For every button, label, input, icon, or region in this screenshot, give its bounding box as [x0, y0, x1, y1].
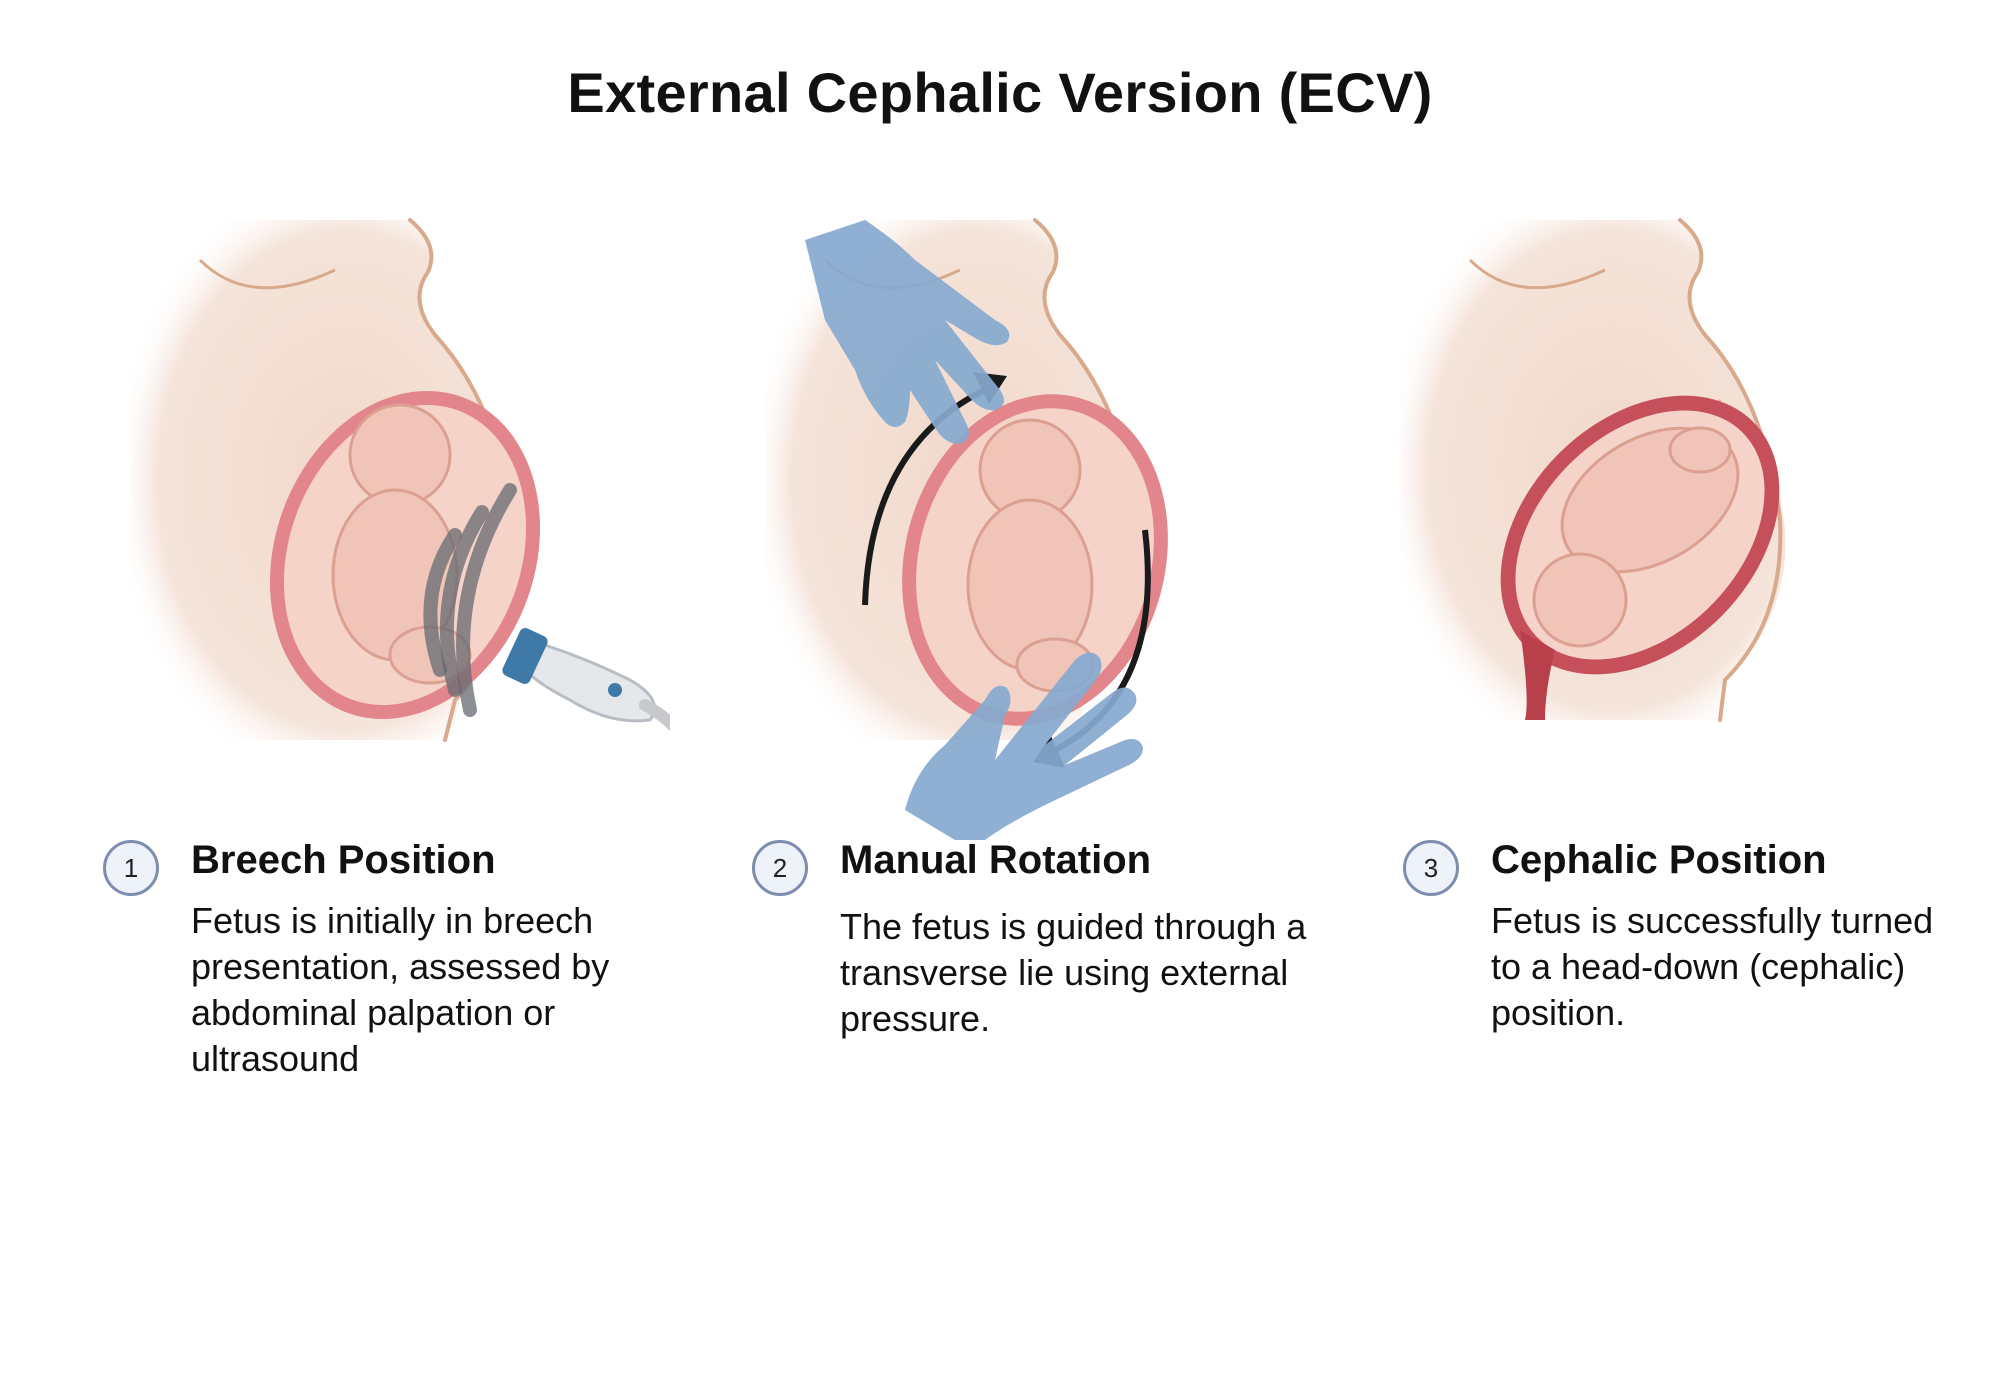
chest-line [198, 258, 336, 290]
breech-illustration [110, 200, 670, 840]
breech-illustration-svg [130, 218, 670, 742]
body-outline [1678, 218, 1783, 722]
step-title: Cephalic Position [1491, 838, 1827, 882]
ultrasound-waves [423, 483, 517, 717]
step-description: Fetus is successfully turned to a head-d… [1491, 900, 1934, 1033]
chest-line [1468, 258, 1606, 290]
cephalic-illustration-svg [1400, 218, 1786, 722]
step-number-badge: 3 [1403, 840, 1459, 896]
gloved-hand-icon [805, 220, 1143, 840]
rotation-illustration-svg [765, 218, 1168, 840]
step-number-badge: 1 [103, 840, 159, 896]
cephalic-illustration [1380, 200, 1940, 840]
step-description: The fetus is guided through a transverse… [840, 906, 1307, 1039]
step-description: Fetus is initially in breech presentatio… [191, 900, 610, 1079]
step-number-badge: 2 [752, 840, 808, 896]
cephalic-fetus-icon [1532, 426, 1740, 648]
step-title: Breech Position [191, 838, 496, 882]
rotation-illustration [745, 200, 1305, 840]
page-title: External Cephalic Version (ECV) [567, 61, 1433, 124]
ultrasound-probe-icon [502, 628, 670, 732]
step-title: Manual Rotation [840, 838, 1152, 882]
